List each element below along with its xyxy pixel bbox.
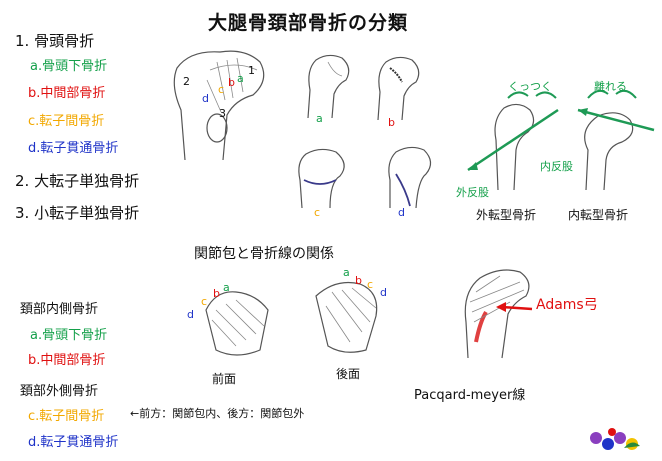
lateral-note: ←前方：関節包内、後方：関節包外	[130, 405, 304, 421]
front-letter-d: d	[187, 308, 194, 321]
class-sub-b: b.中間部骨折	[28, 82, 105, 101]
medial-item-b: b.中間部骨折	[28, 349, 105, 368]
fracture-panel-d-sketch	[380, 140, 440, 210]
back-letter-a: a	[343, 266, 350, 279]
class-item-1: 1. 骨頭骨折	[15, 30, 94, 51]
naihanko-label: 内反股	[540, 158, 573, 174]
class-item-2: 2. 大転子単独骨折	[15, 170, 139, 191]
class-sub-c: c.転子間骨折	[28, 110, 104, 129]
fracture-panel-b-sketch	[368, 52, 428, 122]
class-sub-d: d.転子貫通骨折	[28, 137, 118, 156]
back-letter-b: b	[355, 274, 362, 287]
gaihanko-label: 外反股	[456, 184, 489, 200]
capsule-back-sketch	[306, 272, 386, 357]
zone-1-label: 1	[248, 64, 255, 77]
front-letter-b: b	[213, 287, 220, 300]
kuttsuku-label: くっつく	[508, 78, 552, 94]
capsule-front-sketch	[196, 280, 276, 360]
back-letter-d: d	[380, 286, 387, 299]
adams-arrow-icon	[494, 300, 534, 314]
back-letter-c: c	[367, 278, 373, 291]
back-view-label: 後面	[336, 365, 360, 382]
zone-letter-c: c	[218, 83, 224, 96]
class-item-3: 3. 小転子単独骨折	[15, 202, 139, 223]
zone-letter-a: a	[237, 72, 244, 85]
hanareru-label: 離れる	[594, 78, 627, 94]
pacqard-label: Pacqard-meyer線	[414, 384, 525, 403]
zone-2-label: 2	[183, 75, 190, 88]
medial-heading: 頚部内側骨折	[20, 298, 98, 317]
zone-letter-d: d	[202, 92, 209, 105]
page-title: 大腿骨頚部骨折の分類	[208, 8, 408, 35]
zone-3-label: 3	[219, 107, 226, 120]
medial-item-a: a.骨頭下骨折	[30, 324, 107, 343]
femur-zone-diagram	[165, 40, 275, 165]
valgus-varus-diagram	[458, 70, 658, 195]
front-view-label: 前面	[212, 370, 236, 387]
panel-c-label: c	[314, 206, 320, 219]
front-letter-a: a	[223, 281, 230, 294]
front-letter-c: c	[201, 295, 207, 308]
lateral-item-c: c.転子間骨折	[28, 405, 104, 424]
panel-a-label: a	[316, 112, 323, 125]
clinic-logo	[586, 408, 648, 454]
fracture-panel-c-sketch	[290, 140, 360, 210]
fracture-panel-a-sketch	[298, 50, 358, 120]
panel-b-label: b	[388, 116, 395, 129]
lateral-item-d: d.転子貫通骨折	[28, 431, 118, 450]
adams-label: Adams弓	[536, 294, 598, 314]
gaiten-label: 外転型骨折	[476, 206, 536, 223]
zone-letter-b: b	[228, 76, 235, 89]
class-sub-a: a.骨頭下骨折	[30, 55, 107, 74]
capsule-heading: 関節包と骨折線の関係	[194, 243, 334, 263]
panel-d-label: d	[398, 206, 405, 219]
naiten-label: 内転型骨折	[568, 206, 628, 223]
lateral-heading: 頚部外側骨折	[20, 380, 98, 399]
